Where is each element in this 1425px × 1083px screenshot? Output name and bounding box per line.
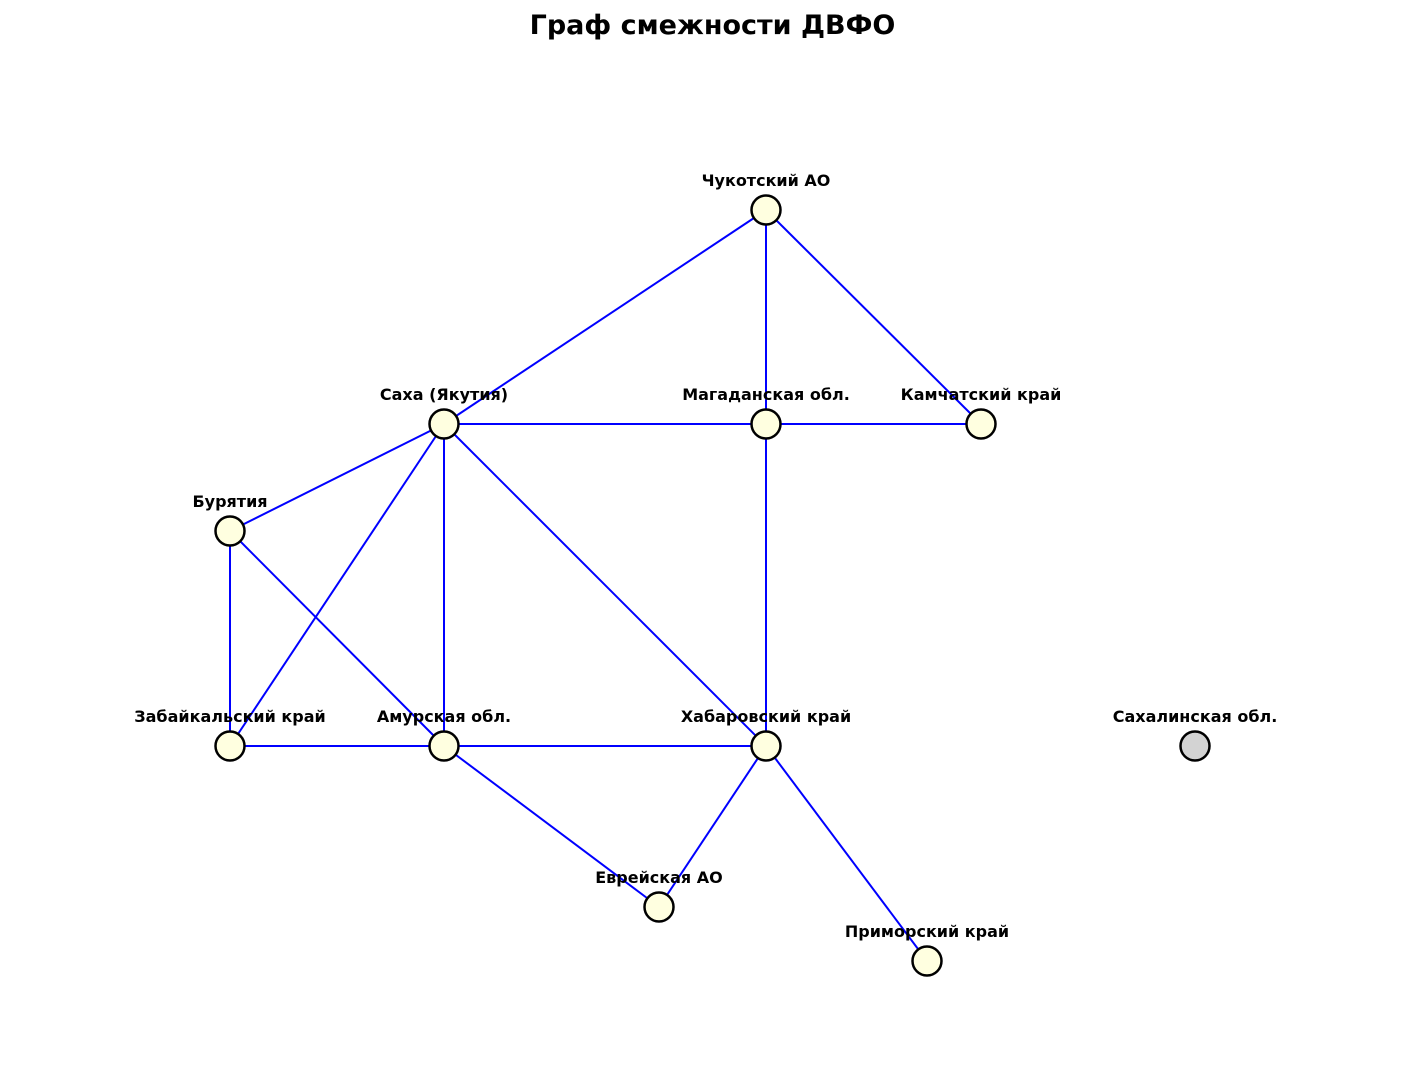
node-label-jewish: Еврейская АО: [595, 868, 723, 887]
edge-buryatia-amur: [229, 530, 445, 747]
edge-sakha-buryatia: [229, 423, 445, 532]
node-magadan[interactable]: [750, 408, 782, 440]
edge-khabarovsk-jewish: [658, 745, 767, 908]
node-khabarovsk[interactable]: [750, 730, 782, 762]
node-label-sakhalin: Сахалинская обл.: [1113, 707, 1278, 726]
node-label-zabaikalsky: Забайкальский край: [134, 707, 326, 726]
node-primorsky[interactable]: [911, 945, 943, 977]
node-label-kamchatka: Камчатский край: [901, 385, 1062, 404]
edge-khabarovsk-primorsky: [765, 745, 928, 962]
node-label-primorsky: Приморский край: [845, 922, 1009, 941]
node-label-khabarovsk: Хабаровский край: [681, 707, 851, 726]
node-label-sakha: Саха (Якутия): [380, 385, 508, 404]
node-sakha[interactable]: [428, 408, 460, 440]
edge-chukotka-sakha: [443, 209, 767, 425]
edge-sakha-khabarovsk: [443, 423, 767, 747]
node-label-magadan: Магаданская обл.: [682, 385, 850, 404]
node-zabaikalsky[interactable]: [214, 730, 246, 762]
node-label-amur: Амурская обл.: [377, 707, 511, 726]
node-label-chukotka: Чукотский АО: [702, 171, 831, 190]
edge-amur-jewish: [443, 745, 660, 908]
edge-sakha-zabaikalsky: [229, 423, 445, 747]
graph-title: Граф смежности ДВФО: [529, 10, 896, 41]
edge-chukotka-kamchatka: [765, 209, 982, 425]
node-buryatia[interactable]: [214, 515, 246, 547]
node-label-buryatia: Бурятия: [192, 492, 267, 511]
node-jewish[interactable]: [643, 891, 675, 923]
node-chukotka[interactable]: [750, 194, 782, 226]
node-sakhalin[interactable]: [1179, 730, 1211, 762]
node-amur[interactable]: [428, 730, 460, 762]
node-kamchatka[interactable]: [965, 408, 997, 440]
